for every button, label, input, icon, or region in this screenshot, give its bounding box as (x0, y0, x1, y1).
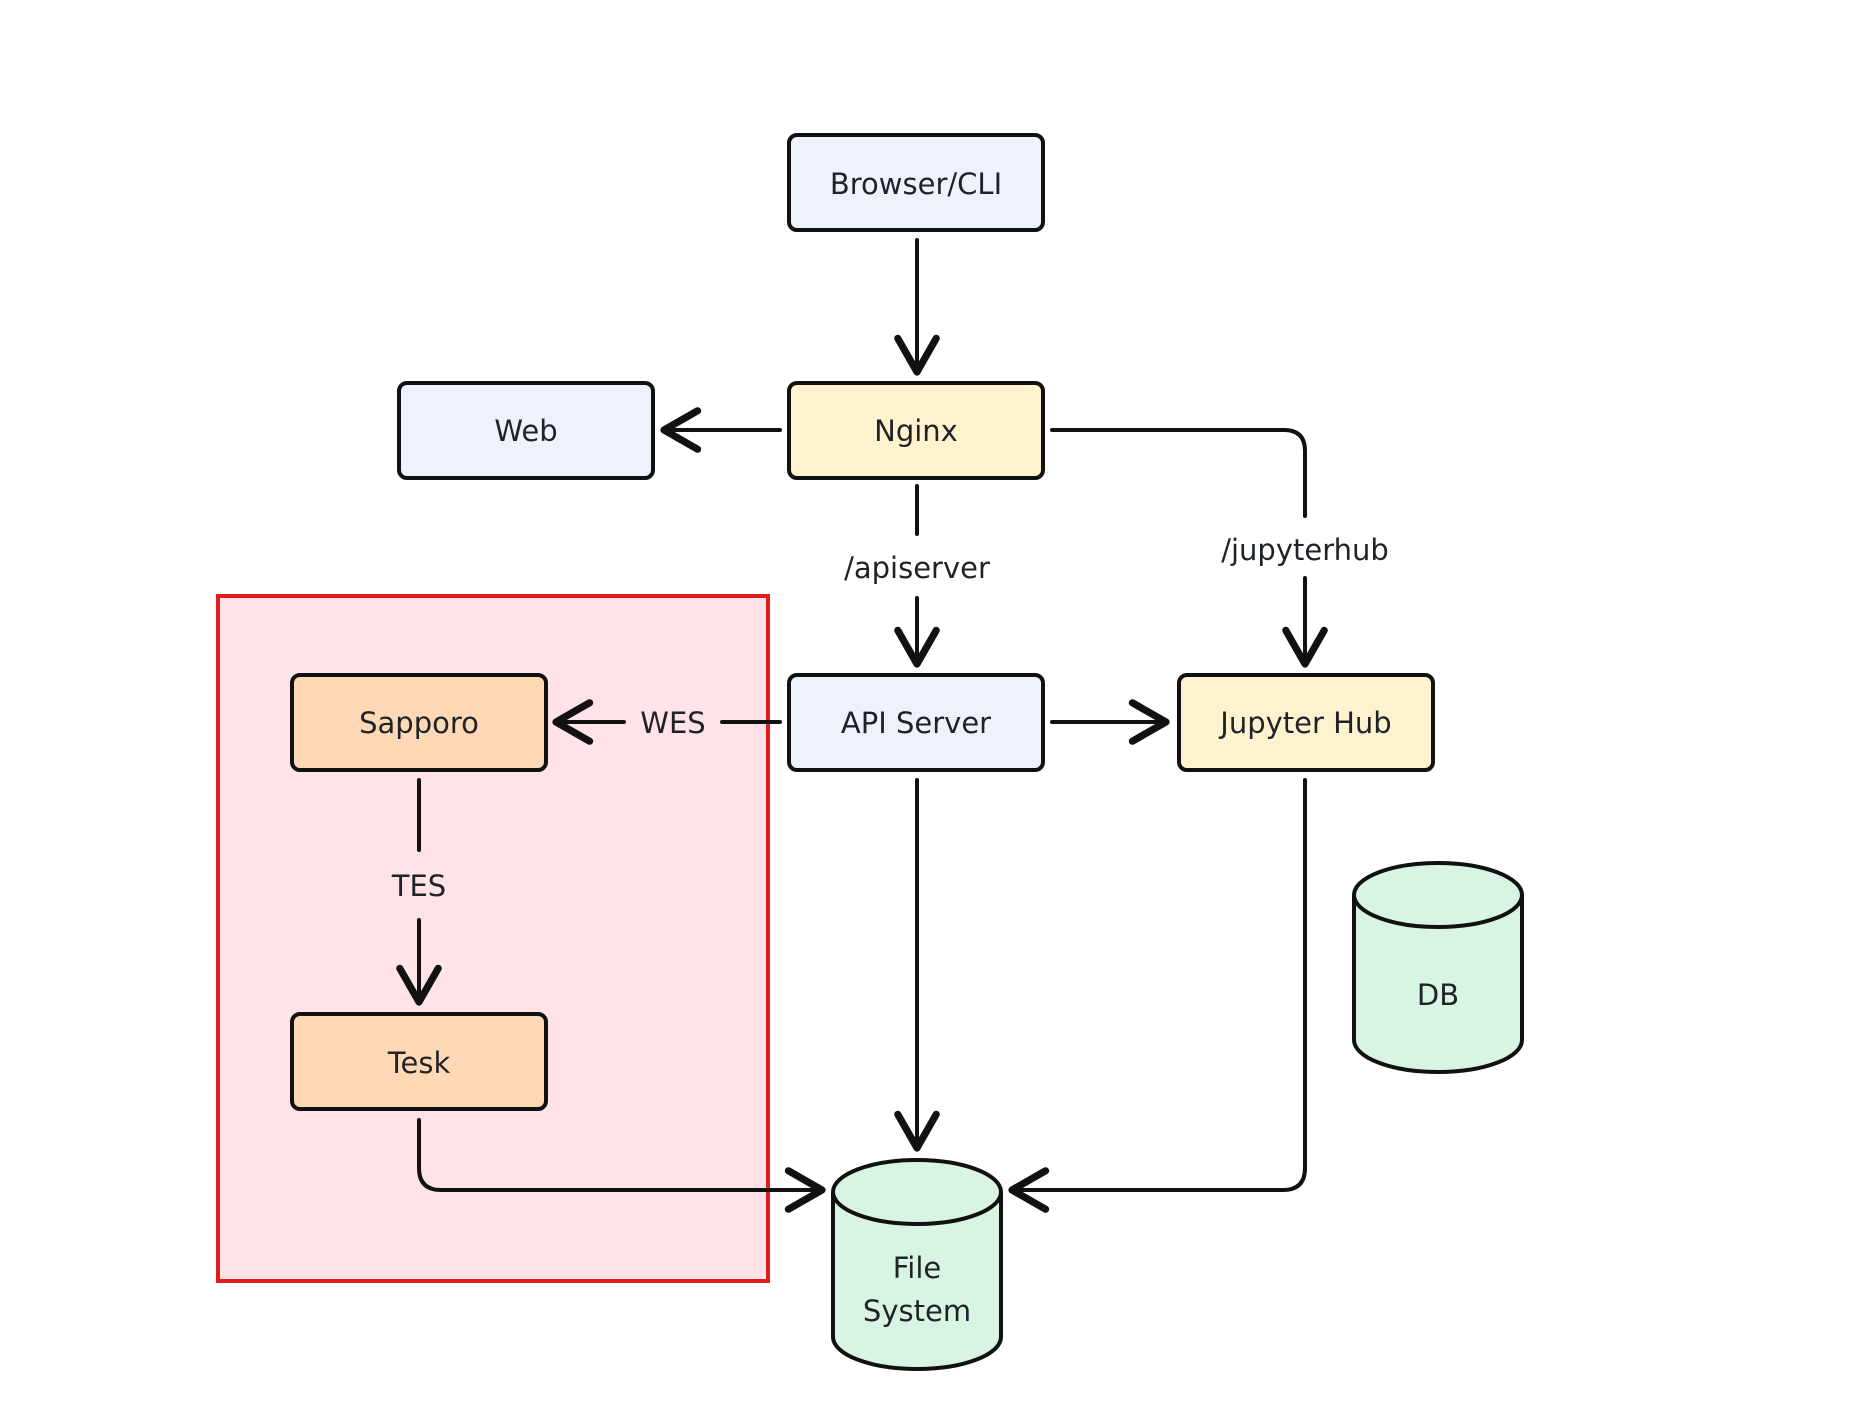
tesk-to-filesystem-arrow (417, 1118, 826, 1213)
tesk-node: Tesk (290, 1012, 548, 1111)
sapporo-node: Sapporo (290, 673, 548, 772)
file-system-node: File System (831, 1158, 1003, 1371)
tesk-label: Tesk (387, 1046, 451, 1080)
jupyterhub-route-label: /jupyterhub (1221, 533, 1389, 567)
file-system-label-line1: File (893, 1251, 942, 1285)
db-node: DB (1352, 861, 1524, 1074)
web-node: Web (397, 381, 655, 480)
api-server-label: API Server (841, 706, 991, 740)
apiserver-route-label: /apiserver (844, 551, 990, 585)
api-server-node: API Server (787, 673, 1045, 772)
db-label: DB (1417, 978, 1459, 1012)
nginx-to-jupyterhub-arrow (1050, 428, 1305, 664)
nginx-node: Nginx (787, 381, 1045, 480)
nginx-label: Nginx (874, 414, 958, 448)
jupyter-hub-label: Jupyter Hub (1218, 706, 1391, 740)
jupyter-hub-node: Jupyter Hub (1177, 673, 1435, 772)
file-system-label-line2: System (863, 1294, 971, 1328)
sapporo-label: Sapporo (359, 706, 479, 740)
browser-cli-node: Browser/CLI (787, 133, 1045, 232)
browser-cli-label: Browser/CLI (830, 167, 1002, 201)
tes-label: TES (391, 869, 446, 903)
wes-label: WES (640, 706, 705, 740)
jupyterhub-to-filesystem-arrow (1008, 778, 1307, 1213)
web-label: Web (494, 414, 557, 448)
